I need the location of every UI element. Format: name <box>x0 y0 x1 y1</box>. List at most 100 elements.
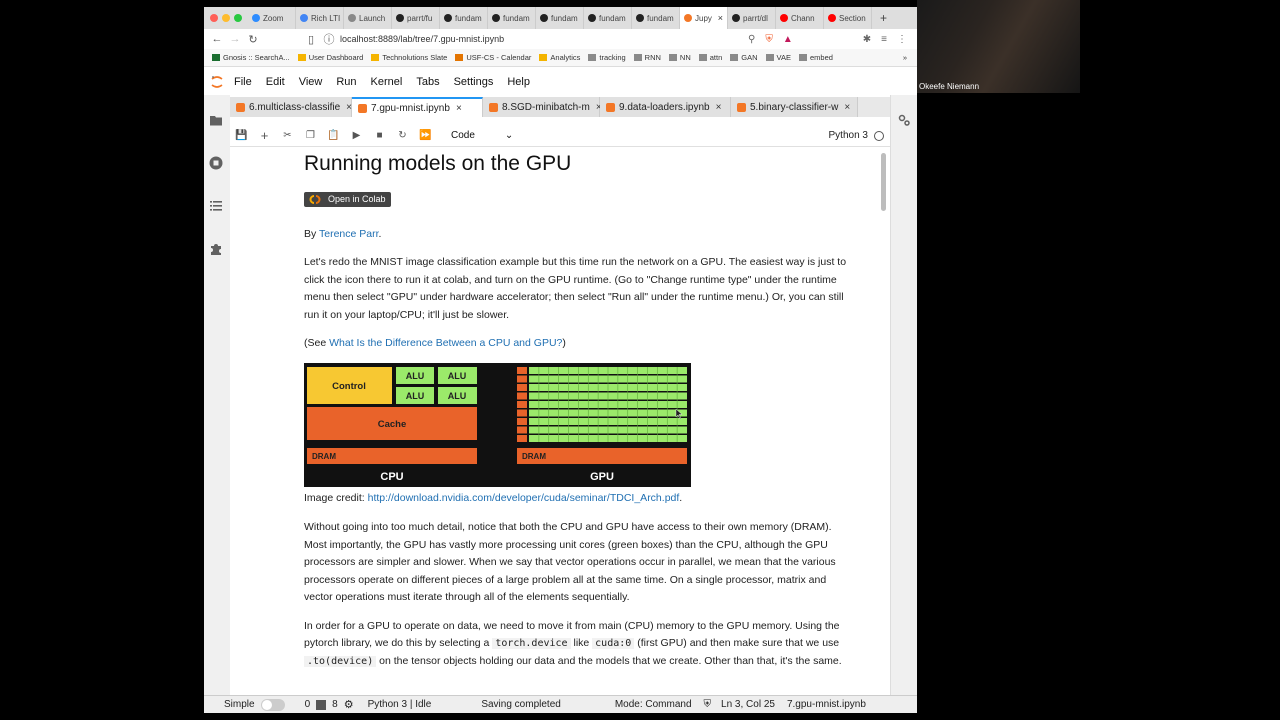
menu-view[interactable]: View <box>298 76 323 88</box>
browser-tab[interactable]: parrt/fu <box>392 7 440 29</box>
cell-type-select[interactable]: Code ⌄ <box>451 130 513 141</box>
browser-tab[interactable]: Chann <box>776 7 824 29</box>
menu-settings[interactable]: Settings <box>453 76 494 88</box>
paragraph-device: In order for a GPU to operate on data, w… <box>304 618 856 671</box>
property-inspector-icon[interactable] <box>897 113 911 127</box>
notebook-tab[interactable]: 9.data-loaders.ipynb× <box>600 97 731 117</box>
notebook-tab[interactable]: 8.SGD-minibatch-m× <box>483 97 602 117</box>
brave-shield-icon[interactable]: ⛨ <box>765 33 773 45</box>
minimize-window-button[interactable] <box>222 14 230 22</box>
more-bookmarks-icon[interactable]: » <box>902 53 907 62</box>
bookmark-item[interactable]: Gnosis :: SearchA... <box>212 53 290 62</box>
notebook-tab[interactable]: 7.gpu-mnist.ipynb× <box>352 97 483 117</box>
chevron-down-icon: ⌄ <box>504 130 514 141</box>
menu-icon[interactable]: ⋮ <box>897 33 907 45</box>
browser-tab[interactable]: parrt/dl <box>728 7 776 29</box>
zoom-icon[interactable]: ⚲ <box>748 33 756 45</box>
menu-file[interactable]: File <box>234 76 252 88</box>
cursor-position[interactable]: Ln 3, Col 25 <box>721 699 775 710</box>
menu-edit[interactable]: Edit <box>265 76 285 88</box>
trust-icon[interactable]: ⛨ <box>703 699 712 710</box>
close-window-button[interactable] <box>210 14 218 22</box>
close-tab-icon[interactable]: × <box>346 101 352 113</box>
cpu-gpu-difference-link[interactable]: What Is the Difference Between a CPU and… <box>329 337 563 349</box>
browser-tab[interactable]: Section <box>824 7 872 29</box>
bookmark-item[interactable]: GAN <box>730 53 758 62</box>
credit-link[interactable]: http://download.nvidia.com/developer/cud… <box>367 491 680 504</box>
menu-run[interactable]: Run <box>336 76 357 88</box>
code-torch-device: torch.device <box>492 638 571 649</box>
browser-tab[interactable]: fundam <box>632 7 680 29</box>
kernel-status[interactable]: Python 3 | Idle <box>367 699 432 710</box>
simple-mode-toggle[interactable] <box>260 698 285 711</box>
new-tab-button[interactable]: + <box>880 11 888 25</box>
kernel-indicator[interactable]: Python 3 <box>829 130 884 141</box>
extension-manager-icon[interactable] <box>209 242 223 256</box>
bookmark-item[interactable]: USF-CS - Calendar <box>455 53 531 62</box>
browser-tab[interactable]: Rich LTI <box>296 7 344 29</box>
browser-tab-label: fundam <box>551 13 578 23</box>
bookmark-item[interactable]: RNN <box>633 53 661 62</box>
close-tab-icon[interactable]: × <box>715 101 722 113</box>
rewards-icon[interactable]: ▲ <box>782 33 793 45</box>
extensions-icon[interactable]: ✱ <box>862 33 872 45</box>
stop-icon[interactable]: ■ <box>376 130 383 141</box>
close-tab-icon[interactable]: × <box>455 102 462 114</box>
bookmark-item[interactable]: NN <box>668 53 691 62</box>
bookmark-icon[interactable]: ▯ <box>307 33 315 46</box>
notebook-panel[interactable]: Running models on the GPU Open in Colab … <box>230 149 890 695</box>
table-of-contents-icon[interactable] <box>209 199 223 213</box>
maximize-window-button[interactable] <box>234 14 242 22</box>
browser-tab[interactable]: Launch <box>344 7 392 29</box>
bookmark-item[interactable]: embed <box>799 53 833 62</box>
menu-help[interactable]: Help <box>507 76 530 88</box>
bookmark-item[interactable]: Analytics <box>539 53 580 62</box>
fast-forward-icon[interactable]: ⏩ <box>419 130 432 141</box>
bookmark-label: RNN <box>644 53 661 62</box>
restart-icon[interactable]: ↻ <box>398 130 407 141</box>
kernel-count[interactable]: 8 ⚙ <box>332 698 353 711</box>
back-icon[interactable]: ← <box>211 33 223 45</box>
mouse-cursor-icon <box>675 408 683 419</box>
alu-block <box>438 366 477 384</box>
author-link[interactable]: Terence Parr <box>318 227 379 240</box>
browser-tab[interactable]: Jupy× <box>680 7 728 29</box>
browser-tab[interactable]: fundam <box>440 7 488 29</box>
menu-tabs[interactable]: Tabs <box>416 76 440 88</box>
cut-icon[interactable]: ✂ <box>283 130 292 141</box>
insert-cell-icon[interactable]: + <box>260 128 269 143</box>
media-icon[interactable]: ≡ <box>881 33 887 45</box>
bookmark-item[interactable]: User Dashboard <box>297 53 363 62</box>
notebook-icon <box>358 103 367 113</box>
copy-icon[interactable]: ❐ <box>306 130 315 141</box>
close-tab-icon[interactable]: × <box>844 101 851 113</box>
browser-tab[interactable]: fundam <box>536 7 584 29</box>
close-tab-icon[interactable]: × <box>717 13 723 23</box>
bookmark-item[interactable]: VAE <box>765 53 791 62</box>
close-tab-icon[interactable]: × <box>595 101 602 113</box>
terminal-count[interactable]: 0 <box>305 699 327 710</box>
browser-tab[interactable]: fundam <box>584 7 632 29</box>
run-icon[interactable]: ▶ <box>352 130 361 141</box>
menu-kernel[interactable]: Kernel <box>370 76 403 88</box>
paste-icon[interactable]: 📋 <box>327 130 340 141</box>
favicon-icon <box>636 14 644 22</box>
browser-tab[interactable]: Zoom <box>248 7 296 29</box>
markdown-cell[interactable]: Running models on the GPU Open in Colab … <box>304 149 856 670</box>
forward-icon[interactable]: → <box>229 33 241 45</box>
notebook-tab[interactable]: 6.multiclass-classifie× <box>230 97 352 117</box>
kernel-idle-icon <box>874 130 884 141</box>
notebook-tab[interactable]: 5.binary-classifier-w× <box>731 97 858 117</box>
reload-icon[interactable]: ↻ <box>248 33 258 46</box>
bookmark-item[interactable]: attn <box>698 53 722 62</box>
browser-tab[interactable]: fundam <box>488 7 536 29</box>
folder-icon[interactable] <box>209 113 223 127</box>
url-bar[interactable]: localhost:8889/lab/tree/7.gpu-mnist.ipyn… <box>340 34 505 44</box>
save-icon[interactable]: 💾 <box>235 130 248 141</box>
bookmark-item[interactable]: Technolutions Slate <box>371 53 447 62</box>
scrollbar[interactable] <box>881 153 886 211</box>
kernel-name: Python 3 <box>828 130 868 141</box>
running-kernels-icon[interactable] <box>209 156 223 170</box>
bookmark-item[interactable]: tracking <box>588 53 626 62</box>
open-in-colab-badge[interactable]: Open in Colab <box>304 192 391 207</box>
